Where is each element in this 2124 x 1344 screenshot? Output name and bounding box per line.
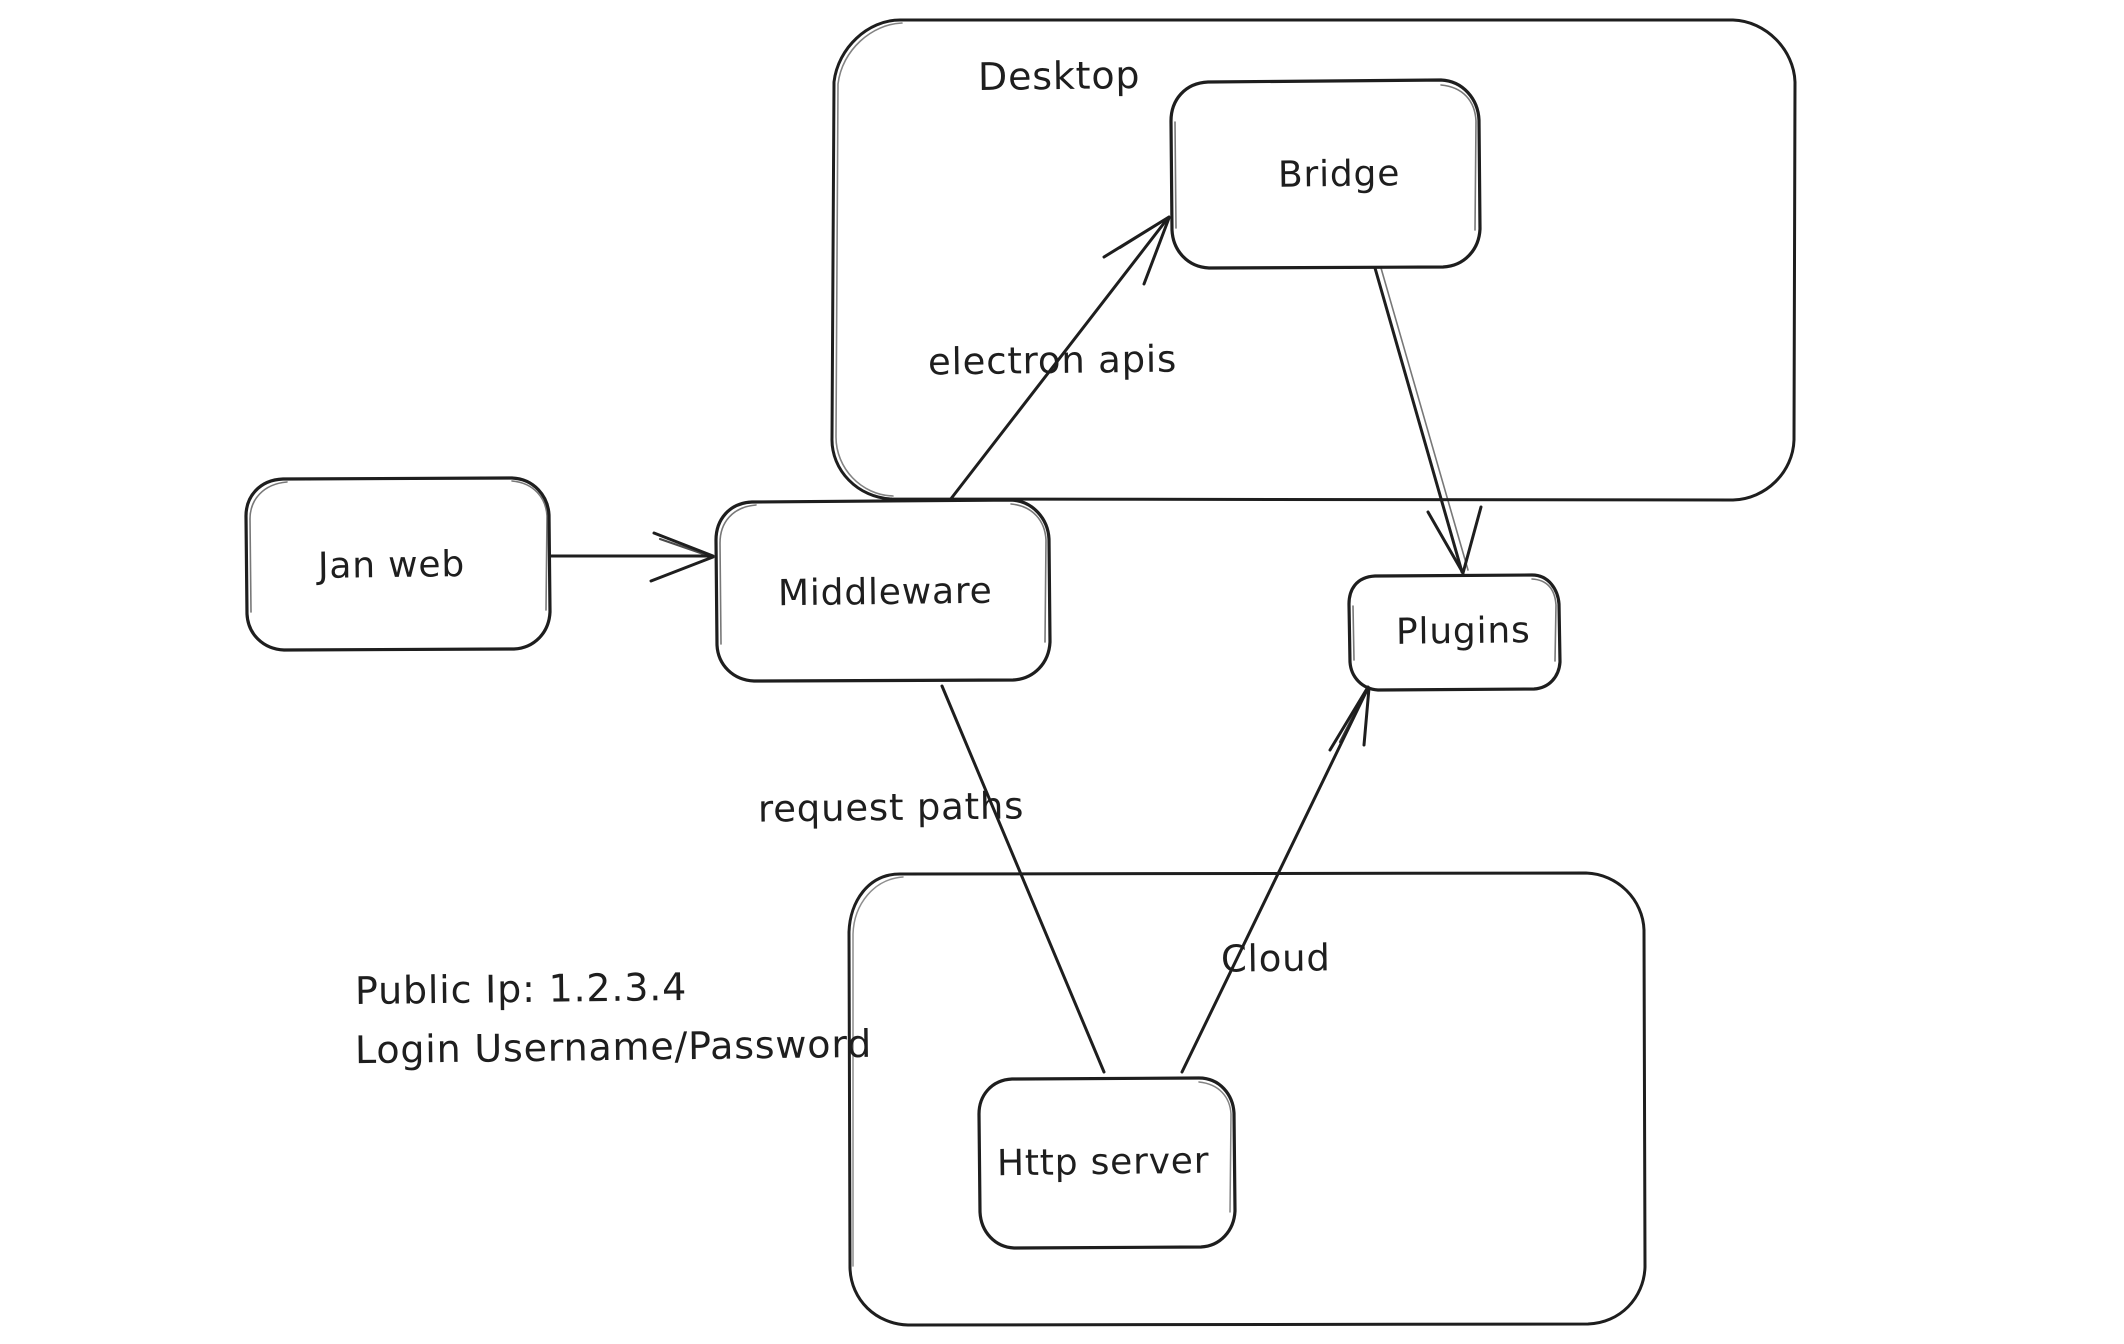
arrow-http-server-to-plugins xyxy=(1180,685,1371,1074)
jan-web-shape xyxy=(244,476,552,652)
middleware-shape xyxy=(714,498,1052,683)
arrow-middleware-to-bridge xyxy=(948,215,1171,502)
middleware-node[interactable] xyxy=(715,500,1050,680)
note-login-credentials: Login Username/Password xyxy=(354,1021,873,1073)
arrow-jan-web-to-middleware xyxy=(549,531,715,583)
http-server-shape xyxy=(977,1076,1237,1250)
cloud-container[interactable] xyxy=(848,872,1645,1325)
http-server-node[interactable] xyxy=(978,1078,1235,1248)
note-public-ip: Public Ip: 1.2.3.4 xyxy=(354,964,688,1014)
bridge-node[interactable] xyxy=(1170,80,1480,268)
edge-label-request-paths: request paths xyxy=(757,784,1025,831)
jan-web-node[interactable] xyxy=(245,478,550,650)
desktop-container-shape xyxy=(830,18,1797,502)
cloud-container-shape xyxy=(847,871,1647,1327)
plugins-node[interactable] xyxy=(1348,575,1560,690)
arrow-bridge-to-plugins xyxy=(1373,266,1483,575)
bridge-shape xyxy=(1169,78,1482,270)
plugins-shape xyxy=(1347,573,1562,692)
arrow-http-server-to-middleware xyxy=(940,684,1106,1074)
